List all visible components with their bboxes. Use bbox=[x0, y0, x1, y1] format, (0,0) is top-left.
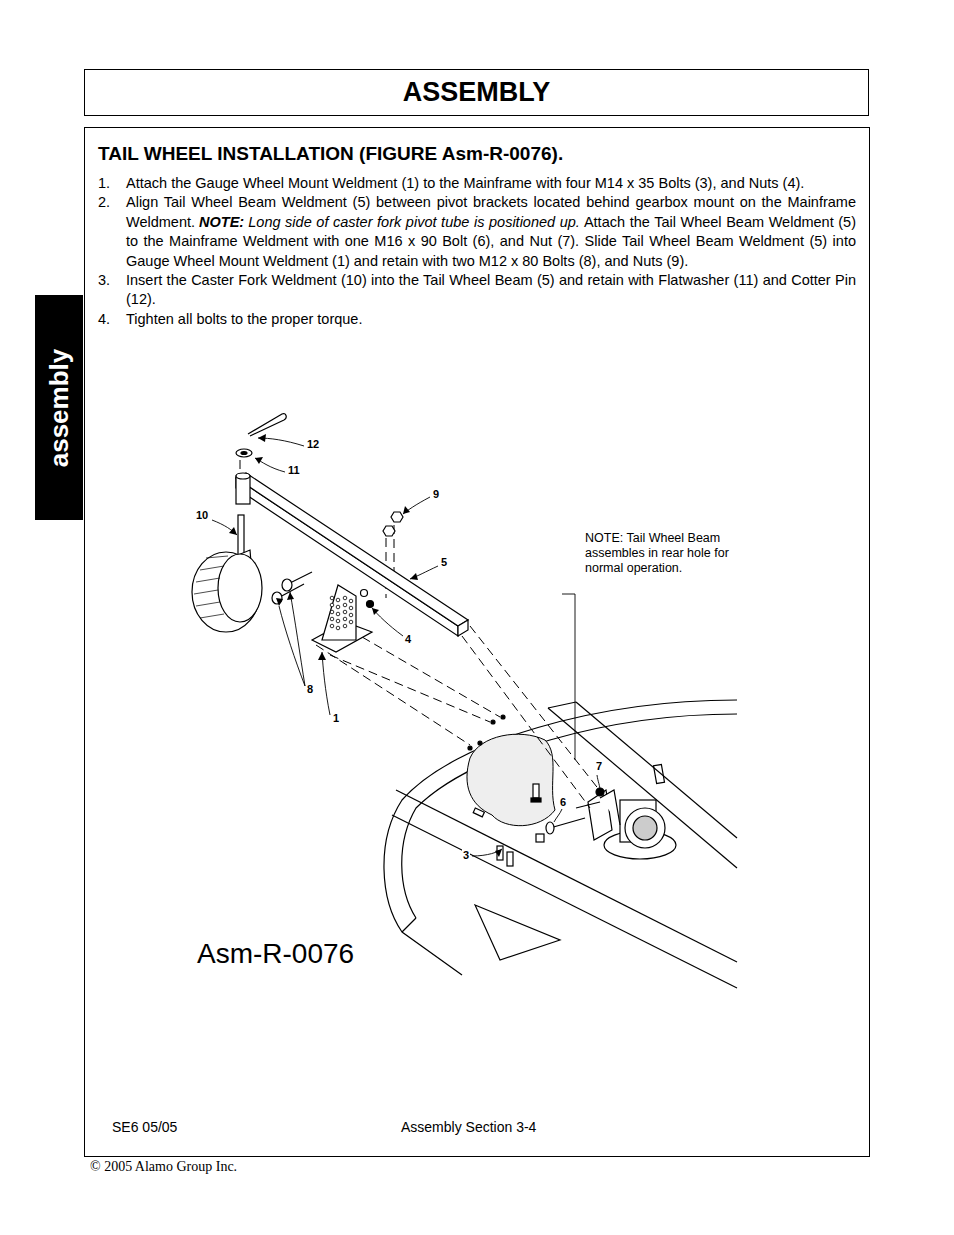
callout-number: 1 bbox=[332, 712, 340, 724]
callout-number: 9 bbox=[432, 488, 440, 500]
fasteners bbox=[272, 512, 403, 608]
callout-number: 8 bbox=[306, 683, 314, 695]
side-tab: assembly bbox=[35, 295, 83, 520]
step-number: 2. bbox=[98, 193, 126, 271]
step-body: Tighten all bolts to the proper torque. bbox=[126, 310, 856, 329]
callout-number: 5 bbox=[440, 556, 448, 568]
header-text: ASSEMBLY bbox=[403, 77, 551, 108]
callout-number: 10 bbox=[195, 509, 209, 521]
step-text: NOTE: bbox=[199, 214, 244, 230]
step: 3.Insert the Caster Fork Weldment (10) i… bbox=[98, 271, 856, 310]
footer-text: Assembly Section 3-4 bbox=[401, 1119, 536, 1135]
step-body: Attach the Gauge Wheel Mount Weldment (1… bbox=[126, 174, 856, 193]
step-body: Insert the Caster Fork Weldment (10) int… bbox=[126, 271, 856, 310]
step-number: 4. bbox=[98, 310, 126, 329]
shield bbox=[467, 734, 555, 825]
content-frame bbox=[85, 128, 870, 1157]
washer-pin bbox=[236, 414, 286, 457]
step-text: Attach the Gauge Wheel Mount Weldment (1… bbox=[126, 175, 804, 191]
figure-note: NOTE: Tail Wheel Beam assembles in rear … bbox=[585, 531, 750, 576]
footer-text: SE6 05/05 bbox=[112, 1119, 177, 1135]
callout-number: 4 bbox=[404, 633, 412, 645]
callout-number: 3 bbox=[462, 849, 470, 861]
gearbox bbox=[576, 788, 676, 859]
callout-number: 11 bbox=[287, 464, 301, 476]
step-text: Insert the Caster Fork Weldment (10) int… bbox=[126, 272, 856, 307]
step: 4.Tighten all bolts to the proper torque… bbox=[98, 310, 856, 329]
tab-text: assembly bbox=[44, 348, 75, 467]
gauge-wheel-mount bbox=[312, 585, 372, 652]
section-header: ASSEMBLY bbox=[84, 69, 869, 116]
arrowheads bbox=[229, 434, 502, 857]
step-text: Long side of caster fork pivot tube is p… bbox=[248, 214, 580, 230]
copyright: © 2005 Alamo Group Inc. bbox=[90, 1159, 237, 1175]
callout-number: 12 bbox=[306, 438, 320, 450]
step-text: Tighten all bolts to the proper torque. bbox=[126, 311, 362, 327]
step-number: 3. bbox=[98, 271, 126, 310]
section-title: TAIL WHEEL INSTALLATION (FIGURE Asm-R-00… bbox=[98, 143, 563, 165]
step: 1.Attach the Gauge Wheel Mount Weldment … bbox=[98, 174, 856, 193]
step: 2.Align Tail Wheel Beam Weldment (5) bet… bbox=[98, 193, 856, 271]
step-number: 1. bbox=[98, 174, 126, 193]
step-list: 1.Attach the Gauge Wheel Mount Weldment … bbox=[98, 174, 856, 329]
callout-number: 6 bbox=[559, 796, 567, 808]
caster-wheel bbox=[192, 515, 262, 632]
callout-number: 7 bbox=[595, 760, 603, 772]
step-body: Align Tail Wheel Beam Weldment (5) betwe… bbox=[126, 193, 856, 271]
figure-id: Asm-R-0076 bbox=[197, 938, 354, 970]
bolts bbox=[468, 715, 585, 866]
mower-deck bbox=[384, 700, 737, 988]
leader-lines bbox=[212, 438, 600, 856]
